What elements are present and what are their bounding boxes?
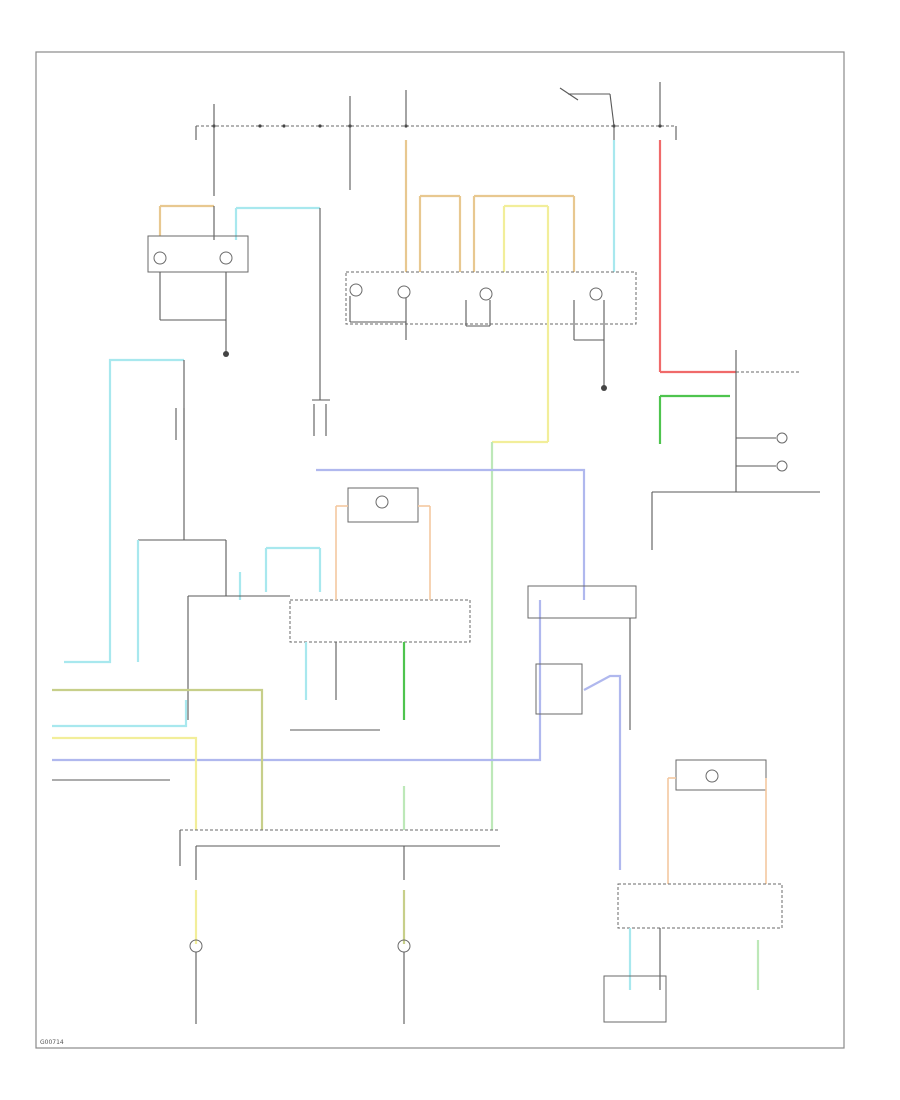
left-light-green-feed bbox=[64, 358, 226, 664]
figure-id: G00714 bbox=[40, 1039, 64, 1046]
top-bus-bar bbox=[195, 82, 677, 140]
diagram-frame bbox=[35, 51, 845, 1049]
lower-right-module bbox=[603, 759, 783, 1023]
mid-left-module bbox=[187, 540, 322, 720]
lower-left-signals bbox=[52, 688, 264, 830]
center-controller bbox=[289, 487, 471, 731]
center-relay-bank bbox=[345, 126, 637, 391]
right-instrument-cluster bbox=[651, 140, 820, 550]
blue-wire-network bbox=[52, 468, 637, 870]
lower-connector bbox=[179, 786, 500, 1024]
left-hazard-switch bbox=[147, 126, 330, 436]
top-switch bbox=[559, 87, 615, 127]
